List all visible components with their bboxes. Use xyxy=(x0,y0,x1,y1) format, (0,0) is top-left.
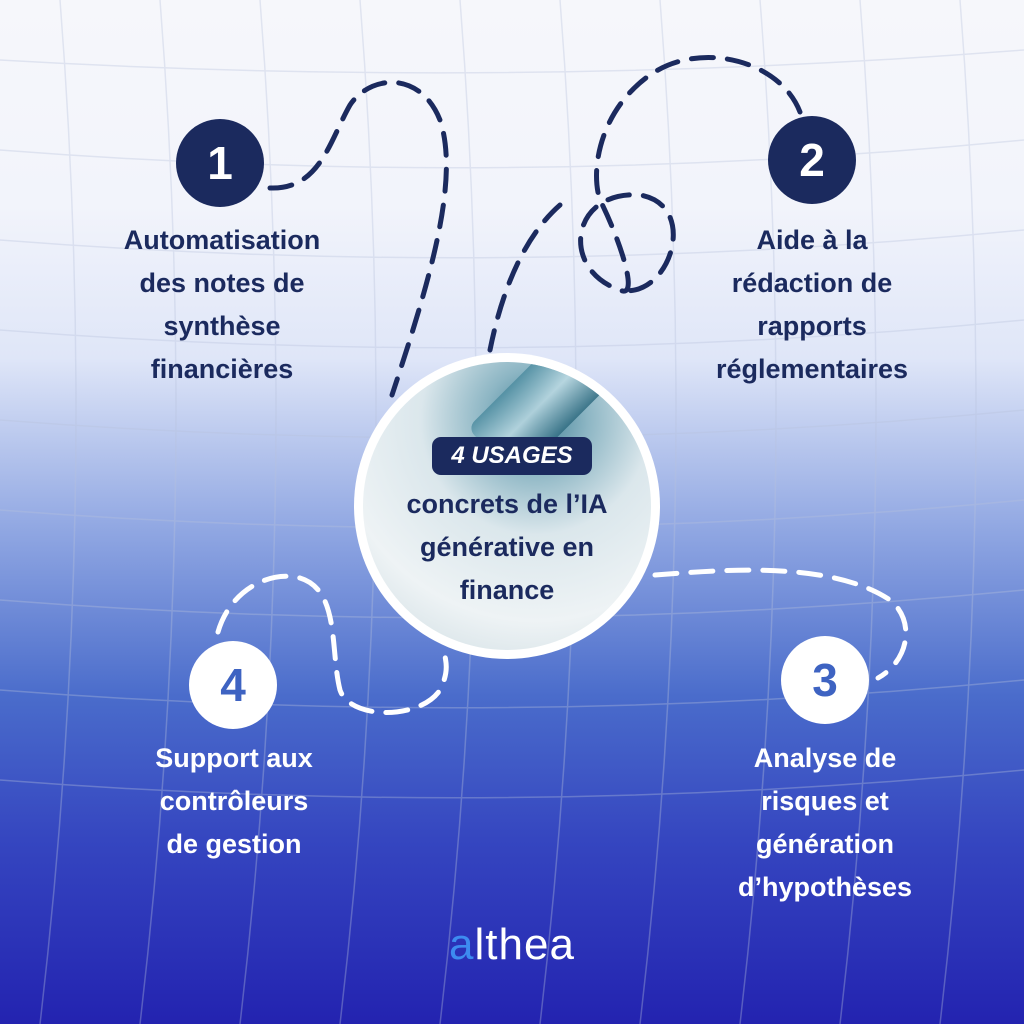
logo-accent: a xyxy=(449,920,475,969)
connector-1 xyxy=(267,80,449,398)
center-title: concrets de l’IA générative en finance xyxy=(354,483,660,612)
connector-3 xyxy=(652,567,909,681)
label-line: Aide à la xyxy=(756,225,868,255)
step-2-label: Aide à la rédaction de rapports réglemen… xyxy=(662,219,962,391)
step-3-label: Analyse de risques et génération d’hypot… xyxy=(675,737,975,909)
step-3-badge: 3 xyxy=(781,636,869,724)
step-4-label: Support aux contrôleurs de gestion xyxy=(84,737,384,866)
label-line: synthèse xyxy=(163,311,281,341)
pen-photo xyxy=(363,362,651,650)
label-line: Analyse de xyxy=(753,743,897,773)
center-line: concrets de l’IA xyxy=(406,489,608,519)
label-line: Support aux xyxy=(155,743,313,773)
center-circle: 4 USAGES concrets de l’IA générative en … xyxy=(354,353,660,659)
label-line: réglementaires xyxy=(715,354,909,384)
label-line: contrôleurs xyxy=(159,786,309,816)
althea-logo: althea xyxy=(0,920,1024,970)
step-number: 2 xyxy=(799,134,825,186)
step-1-badge: 1 xyxy=(176,119,264,207)
center-line: finance xyxy=(459,575,555,605)
logo-text: lthea xyxy=(474,920,575,969)
step-number: 1 xyxy=(207,137,233,189)
step-number: 4 xyxy=(220,659,246,711)
connector-2 xyxy=(487,54,803,353)
label-line: risques et xyxy=(761,786,889,816)
label-line: rapports xyxy=(757,311,867,341)
center-line: générative en xyxy=(419,532,595,562)
label-line: des notes de xyxy=(139,268,305,298)
label-line: génération xyxy=(755,829,895,859)
label-line: financières xyxy=(150,354,294,384)
step-1-label: Automatisation des notes de synthèse fin… xyxy=(72,219,372,391)
connector-4 xyxy=(215,573,449,715)
label-line: Automatisation xyxy=(123,225,321,255)
label-line: de gestion xyxy=(166,829,302,859)
usages-badge: 4 USAGES xyxy=(432,437,592,475)
step-2-badge: 2 xyxy=(768,116,856,204)
step-4-badge: 4 xyxy=(189,641,277,729)
label-line: rédaction de xyxy=(731,268,893,298)
label-line: d’hypothèses xyxy=(737,872,913,902)
step-number: 3 xyxy=(812,654,838,706)
